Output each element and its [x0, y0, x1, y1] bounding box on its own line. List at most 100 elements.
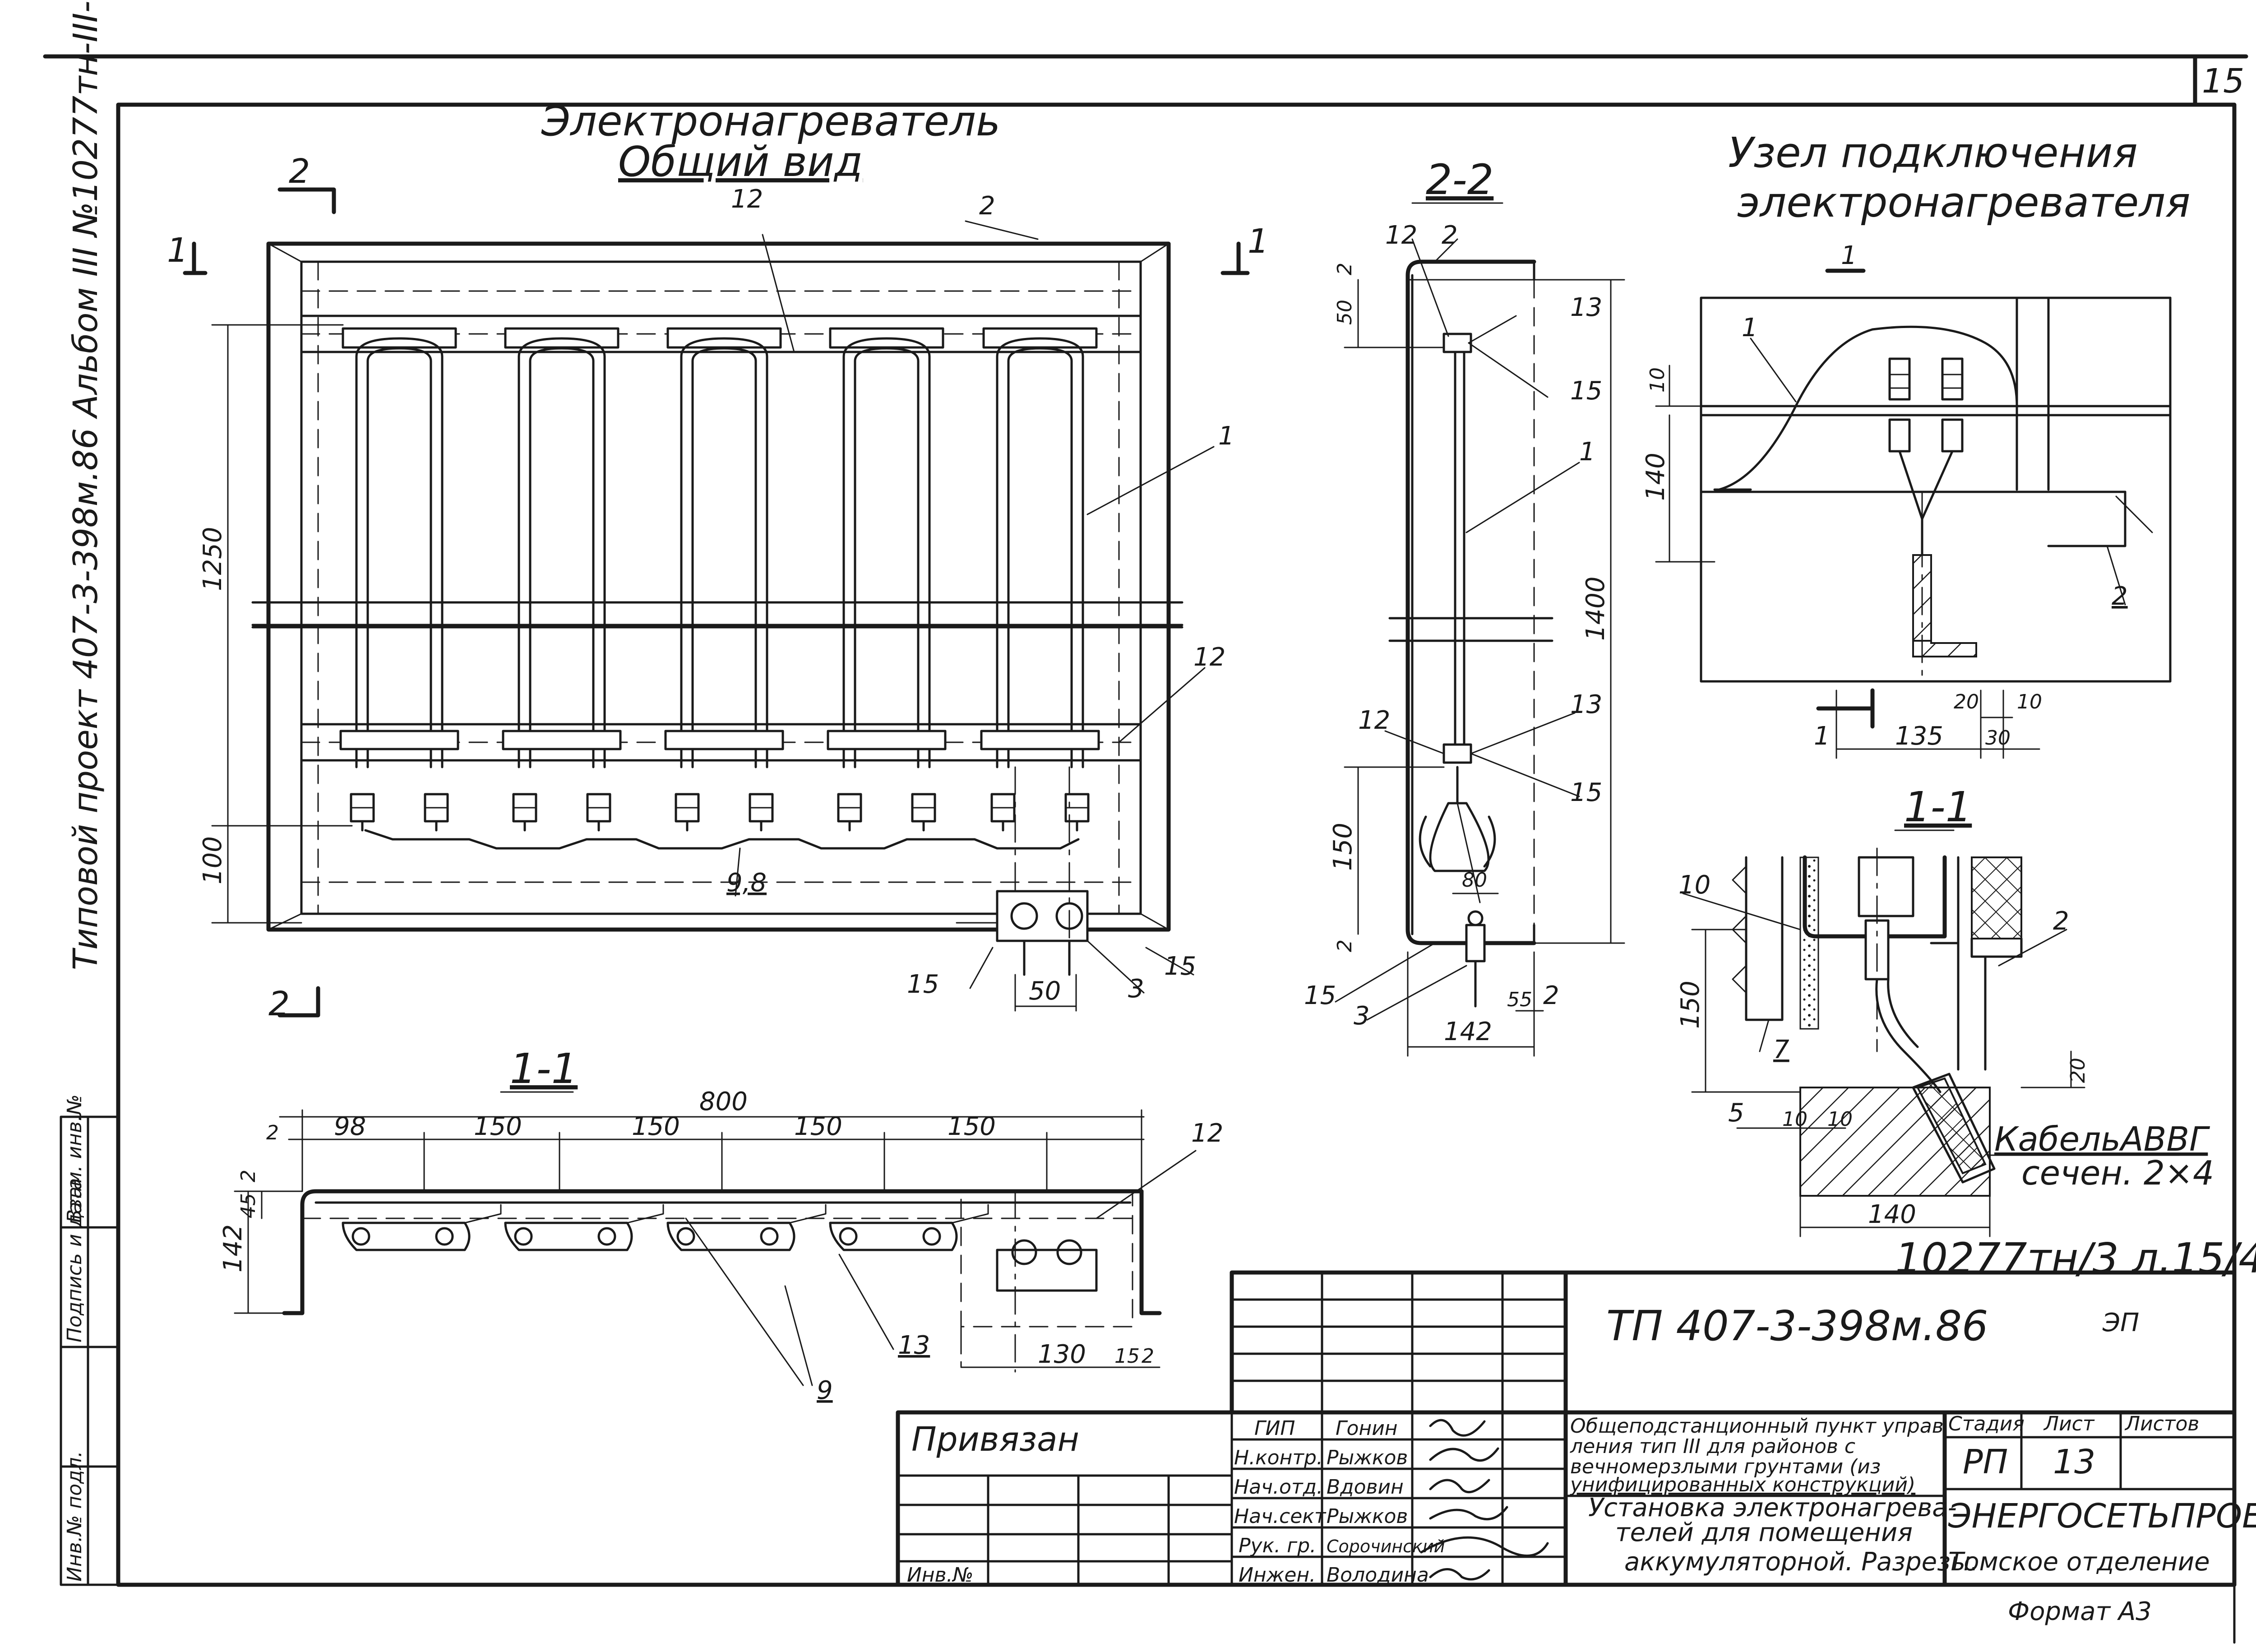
- callout-1: 1: [1218, 421, 1234, 451]
- s11b-dim-150c: 150: [794, 1112, 842, 1141]
- s11b-callout-9: 9: [817, 1376, 833, 1405]
- desc-line-4: унифицированных конструкций): [1569, 1473, 1915, 1496]
- s11r-callout-5: 5: [1728, 1098, 1744, 1128]
- page-number: 15: [2202, 62, 2244, 101]
- s22-callout-12: 12: [1385, 221, 1417, 250]
- archive-stamp: 10277тн/3 л.15/42: [1895, 1234, 2256, 1282]
- name-ryzhkov: Рыжков: [1327, 1446, 1408, 1469]
- callout-15-right: 15: [1164, 952, 1196, 981]
- node-dim-10: 10: [1646, 367, 1669, 393]
- org-branch: Томское отделение: [1948, 1547, 2210, 1577]
- section-1-1-right-title: 1-1: [1904, 783, 1972, 831]
- name-ryzhkov-2: Рыжков: [1327, 1505, 1408, 1528]
- cable-note-2: сечен. 2×4: [2021, 1154, 2214, 1193]
- title-privyazan: Привязан: [911, 1420, 1079, 1459]
- role-nachsekt: Нач.сект.: [1234, 1505, 1332, 1528]
- section-1-1-bottom-title: 1-1: [510, 1045, 578, 1093]
- section-2-2-title: 2-2: [1426, 156, 1493, 204]
- node-dim-30: 30: [1985, 727, 2011, 750]
- s22-dim-1400: 1400: [1581, 576, 1610, 641]
- list-label: Лист: [2043, 1412, 2095, 1435]
- sheet-title-1: Установка электронагрева-: [1588, 1493, 1957, 1522]
- s22-callout-15c: 15: [1304, 981, 1336, 1010]
- name-vdovin: Вдовин: [1327, 1476, 1404, 1499]
- s11b-dim-45: 45: [237, 1193, 260, 1218]
- s11r-callout-7: 7: [1773, 1035, 1789, 1064]
- s22-dim-2: 2: [1333, 263, 1356, 275]
- section-1-1-bottom: [234, 1091, 1197, 1386]
- node-cut-1: 1: [1841, 241, 1857, 270]
- stadiya-value: РП: [1963, 1443, 2008, 1481]
- title-block: [896, 1270, 2237, 1587]
- side-table: [60, 1115, 120, 1586]
- s22-callout-1: 1: [1579, 437, 1595, 467]
- side-podpis-data: Подпись и дата: [63, 1178, 86, 1342]
- desc-line-2: ления тип III для районов с: [1570, 1435, 1855, 1458]
- role-nachotd: Нач.отд.: [1234, 1476, 1323, 1499]
- title-inv-no: Инв.№: [907, 1564, 973, 1587]
- s11r-callout-10: 10: [1678, 870, 1710, 900]
- s22-dim-80: 80: [1462, 869, 1487, 892]
- listov-label: Листов: [2124, 1412, 2199, 1435]
- role-nkontr: Н.контр.: [1234, 1446, 1323, 1469]
- role-inzhen: Инжен.: [1239, 1564, 1316, 1587]
- s11b-dim-150b: 150: [632, 1112, 680, 1141]
- s11b-callout-13: 13: [898, 1331, 930, 1360]
- section-2-2: [1335, 202, 1625, 1057]
- name-gonin: Гонин: [1336, 1417, 1398, 1440]
- org-name: ЭНЕРГОСЕТЬПРОЕКТ: [1948, 1497, 2256, 1536]
- cut-2-top: 2: [289, 152, 310, 191]
- node-dim-20: 20: [1954, 690, 1979, 713]
- s22-dim-150: 150: [1328, 823, 1358, 871]
- node-dim-135: 135: [1895, 722, 1943, 751]
- s22-callout-3: 3: [1354, 1001, 1370, 1031]
- side-stamp: Типовой проект 407-3-398м.86 Альбом III …: [66, 0, 105, 970]
- callout-15-left: 15: [907, 970, 939, 999]
- desc-line-3: вечномерзлыми грунтами (из: [1570, 1455, 1881, 1478]
- s11r-dim-10b: 10: [1827, 1108, 1853, 1131]
- s22-callout-13b: 13: [1570, 690, 1602, 719]
- s11b-dim-130: 130: [1038, 1340, 1086, 1369]
- title-code: ТП 407-3-398м.86: [1606, 1302, 1988, 1350]
- s22-callout-13: 13: [1570, 293, 1602, 322]
- s22-callout-2b: 2: [1543, 981, 1559, 1010]
- list-value: 13: [2053, 1443, 2095, 1481]
- node-cut-1-bottom: 1: [1814, 722, 1830, 751]
- desc-line-1: Общеподстанционный пункт управ: [1570, 1415, 1944, 1438]
- s22-dim-2b: 2: [1333, 939, 1356, 952]
- role-rukgr: Рук. гр.: [1239, 1534, 1316, 1557]
- callout-2-top: 2: [979, 191, 995, 221]
- callout-12-top: 12: [731, 185, 763, 214]
- sheet-frame: [43, 54, 2248, 1644]
- s22-callout-15: 15: [1570, 376, 1602, 406]
- callout-12-bottom: 12: [1193, 643, 1225, 672]
- sheet-title-3: аккумуляторной. Разрезы.: [1624, 1547, 1979, 1577]
- dim-100: 100: [198, 836, 227, 884]
- signatures: [1420, 1419, 1549, 1581]
- role-gip: ГИП: [1254, 1417, 1295, 1440]
- s22-dim-142: 142: [1444, 1017, 1492, 1046]
- node-callout-1: 1: [1742, 313, 1758, 342]
- s11b-dim-15: 15: [1114, 1345, 1140, 1368]
- name-volodina: Володина: [1327, 1564, 1429, 1587]
- s11r-dim-20: 20: [2066, 1058, 2090, 1083]
- name-sorochinsky: Сорочинский: [1327, 1536, 1445, 1556]
- side-inv-podl: Инв.№ подл.: [63, 1451, 86, 1582]
- s11r-dim-150: 150: [1676, 981, 1705, 1029]
- format-note: Формат А3: [2008, 1597, 2152, 1626]
- callout-3: 3: [1128, 974, 1144, 1004]
- s22-callout-12b: 12: [1358, 706, 1390, 735]
- connection-node: [1655, 268, 2172, 759]
- section-1-1-right: [1682, 829, 2180, 1237]
- s11b-dim-142: 142: [218, 1224, 248, 1273]
- s22-dim-50: 50: [1333, 300, 1356, 325]
- node-title-1: Узел подключения: [1728, 129, 2138, 177]
- s11b-dim-2b: 2: [237, 1170, 260, 1182]
- dim-1250: 1250: [198, 527, 227, 591]
- s11b-dim-2a: 2: [266, 1121, 279, 1144]
- stadiya-label: Стадия: [1948, 1412, 2025, 1435]
- node-callout-2: 2: [2112, 582, 2128, 611]
- callout-9-8: 9,8: [726, 868, 767, 898]
- node-dim-10b: 10: [2017, 690, 2042, 713]
